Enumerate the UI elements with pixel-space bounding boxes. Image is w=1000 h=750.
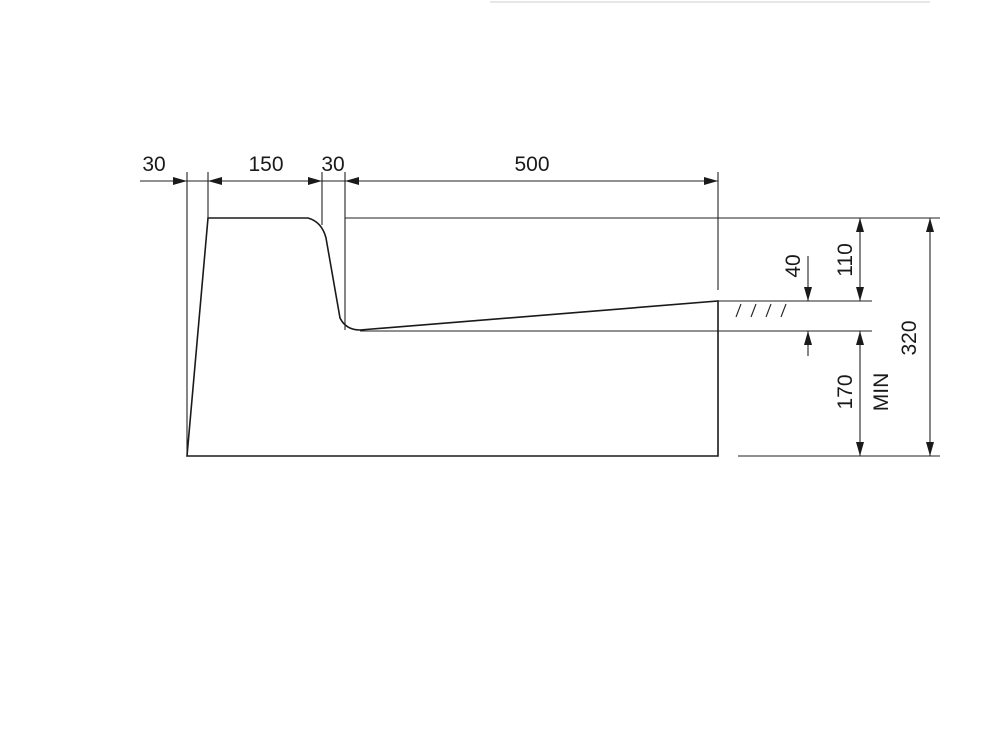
- dim-label-total-height: 320: [898, 320, 921, 355]
- arrow-down: [804, 287, 812, 301]
- dim-label-base-height: 170: [834, 374, 857, 409]
- arrow-up: [926, 218, 934, 232]
- road-hatch: [735, 303, 787, 318]
- arrow-right: [704, 177, 718, 185]
- dim-label-base-note: MIN: [870, 373, 893, 412]
- dim-label-top-height: 110: [834, 243, 857, 276]
- arrow-right: [308, 177, 322, 185]
- arrow-right: [173, 177, 187, 185]
- arrow-up: [856, 218, 864, 232]
- arrow-left: [345, 177, 359, 185]
- kerb-profile-outline: [186, 217, 719, 457]
- dim-label-top-slope: 30: [321, 153, 344, 176]
- dim-label-water-depth: 40: [782, 254, 805, 277]
- arrow-down: [856, 442, 864, 456]
- arrow-down: [926, 442, 934, 456]
- dim-label-channel-length: 500: [514, 153, 549, 176]
- dim-label-top-left-edge: 30: [142, 153, 165, 176]
- arrow-left: [208, 177, 222, 185]
- arrow-up: [856, 331, 864, 345]
- arrow-down: [856, 287, 864, 301]
- arrow-up: [804, 331, 812, 345]
- dim-label-top-width: 150: [248, 153, 283, 176]
